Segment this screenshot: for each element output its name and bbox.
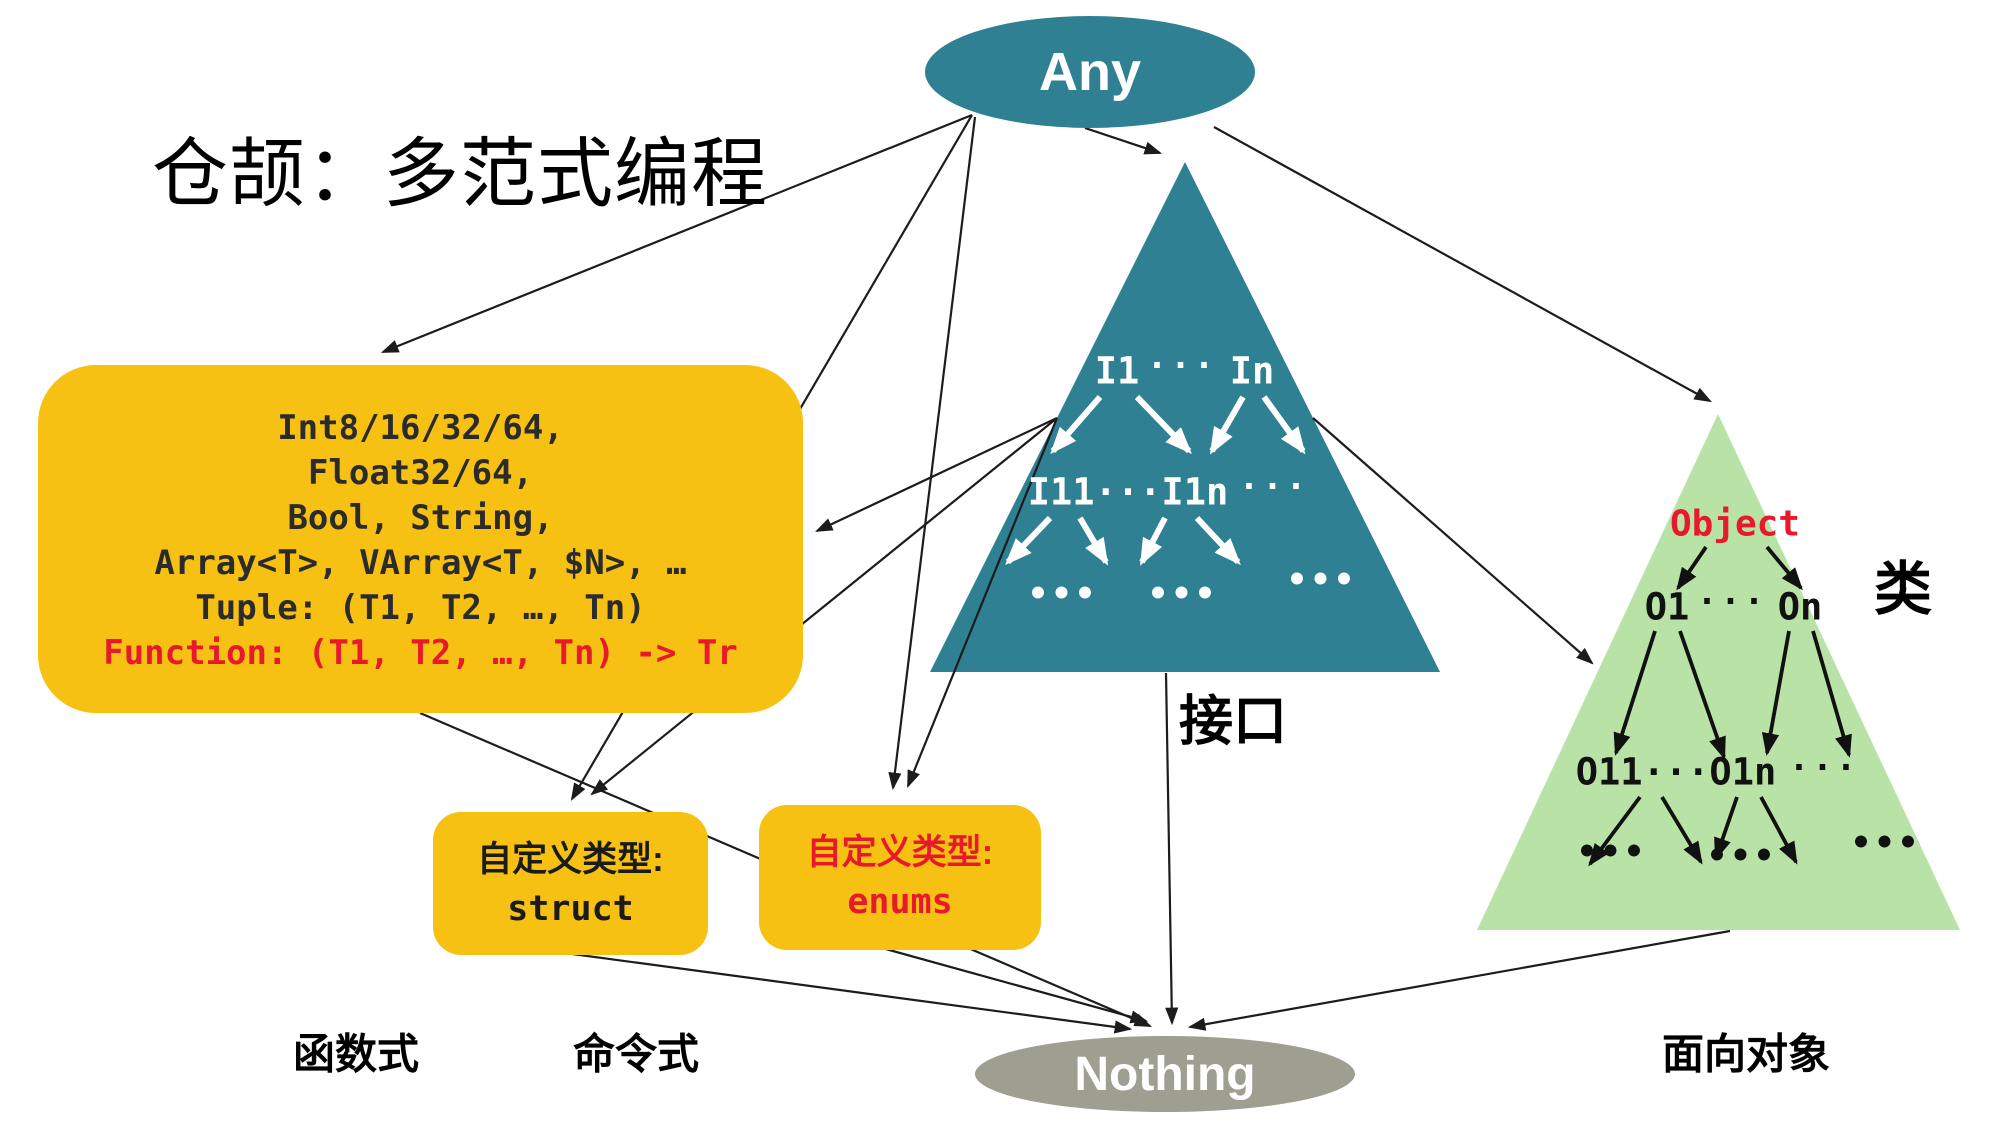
- class-tree-arrows: [1588, 545, 1852, 867]
- any-node: Any: [925, 16, 1255, 128]
- class-leaf-dots-2: •••: [1706, 836, 1778, 876]
- edge-any-to-class-apex: [1213, 126, 1712, 403]
- interface-node-i1: I1: [1094, 349, 1140, 393]
- primitive-line-function: Function: (T1, T2, …, Tn) -> Tr: [103, 633, 738, 673]
- interface-caption: 接口: [1179, 691, 1287, 752]
- class-node-object: Object: [1669, 503, 1801, 545]
- class-node-o1: O1: [1644, 585, 1690, 629]
- primitive-line-float: Float32/64,: [307, 453, 534, 493]
- struct-box-title: 自定义类型:: [477, 840, 664, 879]
- primitive-types-box: Int8/16/32/64, Float32/64, Bool, String,…: [38, 365, 803, 713]
- interface-tree-arrows: [1005, 394, 1306, 566]
- enum-box-title: 自定义类型:: [806, 833, 994, 872]
- paradigm-oop-label: 面向对象: [1661, 1030, 1831, 1078]
- edge-interface-to-primitives: [815, 417, 1058, 532]
- class-row2-dots: ···: [1788, 748, 1860, 788]
- struct-type-box: 自定义类型: struct: [433, 812, 708, 955]
- edge-interface-to-struct: [590, 417, 1058, 796]
- class-leaf-dots-1: •••: [1576, 832, 1648, 872]
- interface-node-in: In: [1229, 349, 1275, 393]
- interface-row1-dots: ···: [1146, 346, 1218, 386]
- class-triangle: [1477, 414, 1960, 930]
- paradigm-functional-label: 函数式: [292, 1030, 420, 1078]
- edge-class-to-nothing: [1187, 929, 1731, 1031]
- class-node-o11-o1n: O11···O1n: [1575, 750, 1777, 794]
- edge-any-to-enums: [888, 116, 977, 791]
- primitive-line-tuple: Tuple: (T1, T2, …, Tn): [195, 588, 646, 628]
- any-label: Any: [1038, 42, 1141, 102]
- primitive-line-array: Array<T>, VArray<T, $N>, …: [154, 543, 687, 583]
- interface-leaf-dots-2: •••: [1147, 574, 1219, 614]
- class-leaf-dots-3: •••: [1850, 823, 1922, 863]
- page-title: 仓颉：多范式编程: [152, 132, 768, 217]
- interface-leaf-dots-3: •••: [1286, 560, 1358, 600]
- paradigm-imperative-label: 命令式: [572, 1030, 700, 1078]
- struct-box-keyword: struct: [507, 889, 634, 929]
- edge-struct-to-nothing: [564, 951, 1133, 1034]
- enum-type-box: 自定义类型: enums: [759, 805, 1041, 950]
- class-node-on: On: [1777, 585, 1823, 629]
- edge-any-to-interface-apex: [1084, 126, 1163, 155]
- class-caption: 类: [1873, 557, 1933, 622]
- interface-row2-dots: ···: [1238, 467, 1310, 507]
- class-row1-dots: ···: [1696, 582, 1768, 622]
- edge-any-to-primitives: [380, 113, 973, 354]
- nothing-node: Nothing: [975, 1036, 1355, 1112]
- nothing-label: Nothing: [1074, 1047, 1256, 1101]
- edge-enums-to-nothing: [881, 946, 1149, 1024]
- edge-interface-to-enums: [906, 417, 1059, 789]
- interface-node-i11-i1n: I11···I1n: [1027, 470, 1229, 514]
- interface-triangle: [930, 162, 1440, 672]
- primitive-line-bool-string: Bool, String,: [287, 498, 554, 538]
- primitive-line-int: Int8/16/32/64,: [277, 408, 564, 448]
- interface-leaf-dots-1: •••: [1027, 574, 1099, 614]
- edge-interface-to-class: [1312, 417, 1594, 665]
- enum-box-keyword: enums: [847, 882, 953, 922]
- edge-interface-to-nothing: [1164, 672, 1179, 1026]
